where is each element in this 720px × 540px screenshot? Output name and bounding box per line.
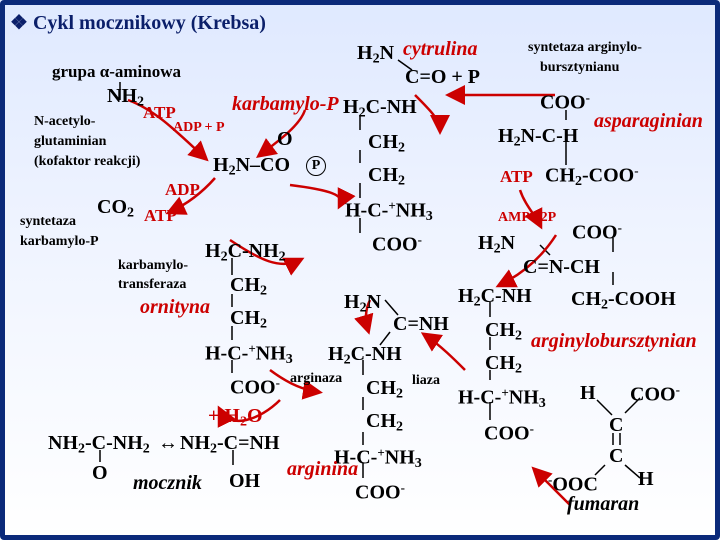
ch2-cooh: CH2-COOH bbox=[571, 288, 676, 313]
label-syn1: syntetaza bbox=[20, 214, 76, 229]
urea1: NH2-C-NH2 bbox=[48, 432, 150, 457]
label-trans2: transferaza bbox=[118, 277, 187, 292]
o-carb: O bbox=[277, 128, 293, 150]
label-sabs2: bursztynianu bbox=[540, 60, 620, 75]
h2n-co: H2N–CO bbox=[213, 154, 291, 179]
label-liaza: liaza bbox=[412, 373, 440, 388]
urea-arrow: ↔ bbox=[158, 432, 178, 454]
co2: CO2 bbox=[97, 196, 134, 221]
label-syn2: karbamylo-P bbox=[20, 234, 99, 249]
hc-nh3-d: H-C-+NH3 bbox=[458, 385, 546, 411]
c-fum1: C bbox=[609, 414, 624, 436]
o-urea: O bbox=[92, 462, 108, 484]
h-fum2: H bbox=[638, 468, 654, 490]
coo-ab: COO- bbox=[572, 220, 622, 244]
adp-p: ADP + P bbox=[173, 120, 225, 135]
atp1: ATP bbox=[143, 103, 176, 122]
hc-nh3-a: H-C-+NH3 bbox=[345, 198, 433, 224]
label-fumaran: fumaran bbox=[567, 493, 640, 515]
label-sabs1: syntetaza arginylo- bbox=[528, 40, 642, 55]
coo-asp: COO- bbox=[540, 90, 590, 114]
atp3: ATP bbox=[500, 167, 533, 186]
h2n-arg: H2N bbox=[344, 291, 382, 316]
label-nag1: N-acetylo- bbox=[34, 114, 96, 129]
phosphate-circle: P bbox=[306, 156, 326, 176]
h2n-ab: H2N bbox=[478, 232, 516, 257]
coo-fum: COO- bbox=[630, 382, 680, 406]
label-nag2: glutaminian bbox=[34, 134, 107, 149]
label-asparaginian: asparaginian bbox=[594, 110, 703, 132]
page-title: ❖ Cykl mocznikowy (Krebsa) bbox=[10, 12, 266, 34]
ch2-h: CH2 bbox=[485, 352, 522, 377]
ch2-g: CH2 bbox=[485, 319, 522, 344]
hc-nh3-b: H-C-+NH3 bbox=[205, 341, 293, 367]
c-nh: C=NH bbox=[393, 313, 449, 335]
label-arginina: arginina bbox=[287, 458, 359, 480]
urea2: NH2-C=NH bbox=[180, 432, 280, 457]
label-ornityna: ornityna bbox=[140, 296, 211, 318]
nh2: NH2 bbox=[107, 85, 144, 110]
ch2-a: CH2 bbox=[368, 131, 405, 156]
c-fum2: C bbox=[609, 445, 624, 467]
c-n-ch: C=N-CH bbox=[523, 256, 600, 278]
ch2-e: CH2 bbox=[366, 377, 403, 402]
h2n-cyt: H2N bbox=[357, 42, 395, 67]
label-grupa: grupa α-aminowa bbox=[52, 62, 181, 81]
oh-urea: OH bbox=[229, 470, 261, 492]
label-argbursz: arginylobursztynian bbox=[531, 330, 697, 352]
ch2-b: CH2 bbox=[368, 164, 405, 189]
coo-a: COO- bbox=[372, 232, 422, 256]
h2c-nh2: H2C-NH2 bbox=[205, 240, 286, 265]
label-nag3: (kofaktor reakcji) bbox=[34, 154, 141, 169]
h2c-nh-arg: H2C-NH bbox=[328, 343, 402, 368]
bullet-icon: ❖ bbox=[10, 12, 28, 34]
adp2: ADP bbox=[165, 180, 200, 199]
c-o-p: C=O + P bbox=[405, 66, 481, 88]
h2o: + H2O bbox=[208, 405, 263, 430]
amp: AMP +2P bbox=[498, 210, 557, 225]
label-cytrulina: cytrulina bbox=[403, 38, 478, 60]
hc-nh3-c: H-C-+NH3 bbox=[334, 445, 422, 471]
ch2-c: CH2 bbox=[230, 274, 267, 299]
atp2: ATP bbox=[144, 206, 177, 225]
h2c-nh-ab: H2C-NH bbox=[458, 285, 532, 310]
ooc-fum: -OOC bbox=[548, 472, 598, 496]
label-arginaza: arginaza bbox=[290, 371, 343, 386]
label-mocznik: mocznik bbox=[133, 472, 202, 494]
h-fum: H bbox=[580, 382, 596, 404]
coo-c: COO- bbox=[355, 480, 405, 504]
label-karbP: karbamylo-P bbox=[232, 93, 339, 115]
coo-d: COO- bbox=[484, 421, 534, 445]
coo-b: COO- bbox=[230, 375, 280, 399]
label-trans1: karbamylo- bbox=[118, 258, 188, 273]
ch2-d: CH2 bbox=[230, 307, 267, 332]
h2n-ch: H2N-C-H bbox=[498, 125, 579, 150]
h2c-nh: H2C-NH bbox=[343, 96, 417, 121]
ch2-f: CH2 bbox=[366, 410, 403, 435]
ch2-coo: CH2-COO- bbox=[545, 163, 639, 189]
